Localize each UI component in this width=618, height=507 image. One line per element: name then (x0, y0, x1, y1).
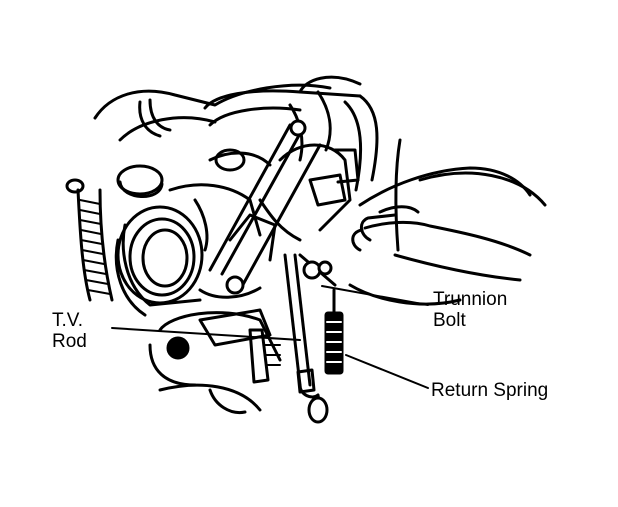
trunnion-leader (321, 285, 429, 306)
tv-rod-label-line1: T.V. (52, 310, 83, 331)
trunnion-bolt-label-line1: Trunnion (433, 289, 508, 310)
tv-rod-leader (111, 327, 301, 341)
leader-lines (111, 285, 429, 389)
hose-coil-ribs (79, 199, 111, 295)
linkage-rods (198, 119, 322, 299)
engine-background (93, 75, 547, 252)
left-hose (65, 178, 114, 302)
trunnion-bolt-label: Trunnion Bolt (433, 289, 507, 331)
lower-engine (148, 308, 282, 415)
return-spring-leader (345, 354, 429, 389)
return-spring-label: Return Spring (431, 380, 549, 401)
hand (348, 166, 532, 306)
tv-rod-label: T.V. Rod (52, 310, 87, 352)
linkage-bracket (228, 90, 360, 262)
tv-rod-label-line2: Rod (52, 331, 87, 352)
tv-rod-assembly (283, 253, 344, 424)
throttle-body (114, 148, 272, 317)
trunnion-bolt-label-line2: Bolt (433, 310, 466, 331)
